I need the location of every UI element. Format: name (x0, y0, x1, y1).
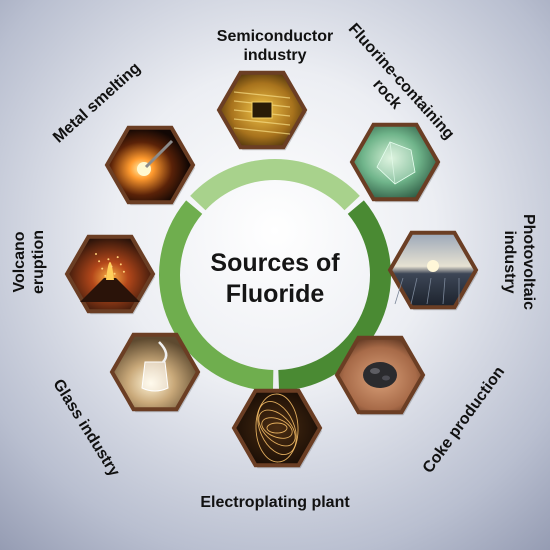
ring-segment-top (190, 158, 360, 211)
sparks-icon (231, 388, 323, 468)
source-hexagon-1 (216, 70, 308, 151)
center-title: Sources of Fluoride (175, 248, 375, 310)
ring-segment-left (158, 200, 274, 391)
label-electroplating: Electroplating plant (200, 494, 350, 511)
source-hexagon-3 (387, 230, 479, 311)
source-hexagon-6 (109, 332, 201, 413)
label-volcano: Volcano eruption (11, 230, 47, 294)
source-hexagon-4 (334, 335, 426, 416)
center-title-line1: Sources of (210, 249, 340, 277)
source-hexagon-2 (349, 122, 441, 203)
source-hexagon-5 (231, 388, 323, 469)
center-title-line2: Fluoride (225, 280, 325, 308)
source-hexagon-8 (104, 125, 196, 206)
source-hexagons (64, 70, 479, 469)
label-semiconductor: Semiconductor industry (216, 28, 334, 64)
mineral-rock-icon (349, 122, 441, 202)
label-photovoltaic: Photovoltaic industry (501, 213, 537, 310)
source-hexagon-7 (64, 234, 156, 315)
